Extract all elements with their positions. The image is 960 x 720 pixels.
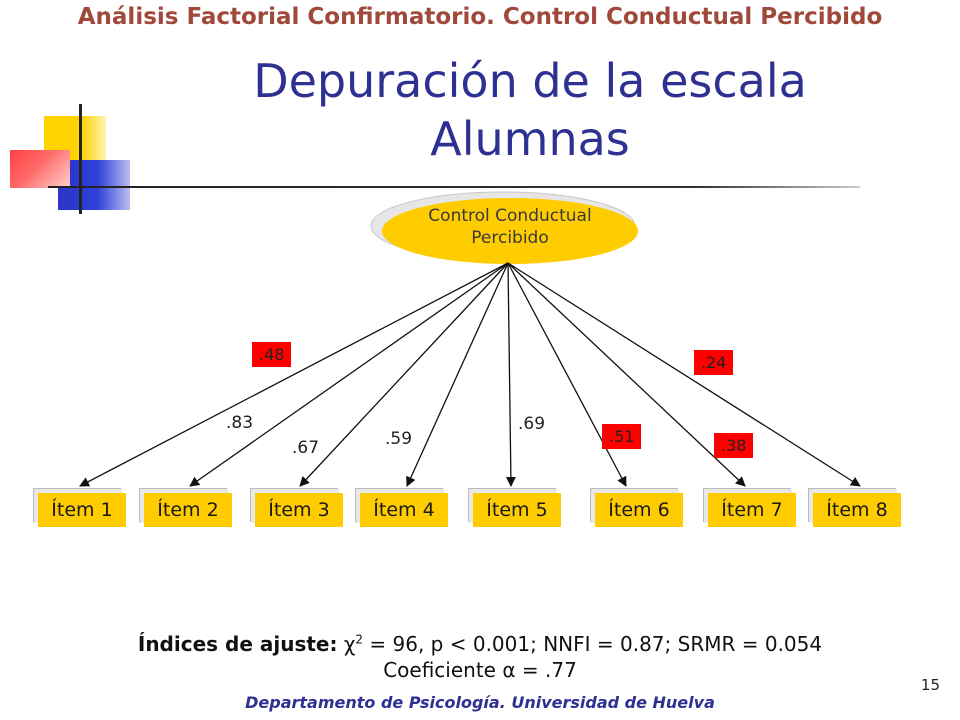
factor-label-line2: Percibido — [471, 228, 549, 248]
alpha-symbol: α — [502, 658, 516, 682]
path-arrow-item5 — [505, 262, 516, 487]
loading-label-item4: .59 — [385, 429, 413, 449]
path-arrow-item2 — [189, 262, 509, 487]
fit-indices: Índices de ajuste: χ2 = 96, p < 0.001; N… — [0, 632, 960, 656]
loading-label-item2: .48 — [252, 342, 292, 367]
path-arrow-item7 — [507, 262, 746, 487]
decor-blue-square — [58, 160, 130, 210]
alpha-coefficient: Coeficiente α = .77 — [0, 658, 960, 682]
item-box-1: Ítem 1 — [38, 493, 126, 527]
loading-label-item3: .67 — [292, 438, 320, 458]
item-box-3: Ítem 3 — [255, 493, 343, 527]
decor-red-square — [10, 150, 70, 188]
path-arrow-item6 — [507, 262, 627, 487]
item-box-5: Ítem 5 — [473, 493, 561, 527]
loading-label-item7: .38 — [714, 433, 754, 458]
alpha-prefix: Coeficiente — [383, 658, 496, 682]
path-arrow-item8 — [507, 262, 861, 487]
footer-department: Departamento de Psicología. Universidad … — [245, 693, 715, 712]
factor-label-line1: Control Conductual — [428, 206, 592, 226]
item-box-7: Ítem 7 — [708, 493, 796, 527]
page-number: 15 — [920, 676, 940, 694]
factor-label: Control Conductual Percibido — [390, 205, 630, 249]
item-box-6: Ítem 6 — [595, 493, 683, 527]
decor-horizontal-line — [48, 186, 860, 188]
item-box-8: Ítem 8 — [813, 493, 901, 527]
decor-vertical-line — [79, 104, 82, 214]
alpha-value: = .77 — [521, 658, 577, 682]
item-box-2: Ítem 2 — [144, 493, 232, 527]
path-arrow-item1 — [79, 262, 509, 487]
path-arrow-item3 — [299, 262, 509, 487]
item-box-4: Ítem 4 — [360, 493, 448, 527]
header-title: Análisis Factorial Confirmatorio. Contro… — [77, 4, 883, 30]
fit-stats: = 96, p < 0.001; NNFI = 0.87; SRMR = 0.0… — [369, 632, 823, 656]
page-title-line2: Alumnas — [430, 112, 630, 166]
page-title-line1: Depuración de la escala — [253, 54, 807, 108]
path-arrow-item4 — [406, 262, 509, 487]
factor-ellipse — [382, 198, 638, 264]
loading-label-item8: .24 — [694, 350, 734, 375]
chi-exponent: 2 — [355, 632, 364, 647]
fit-label: Índices de ajuste: — [137, 632, 338, 656]
loading-label-item5: .69 — [518, 414, 546, 434]
chi-symbol: χ — [343, 632, 356, 656]
page-title: Depuración de la escala Alumnas — [200, 52, 860, 168]
loading-label-item6: .51 — [602, 424, 642, 449]
loading-label-item1: .83 — [226, 413, 254, 433]
